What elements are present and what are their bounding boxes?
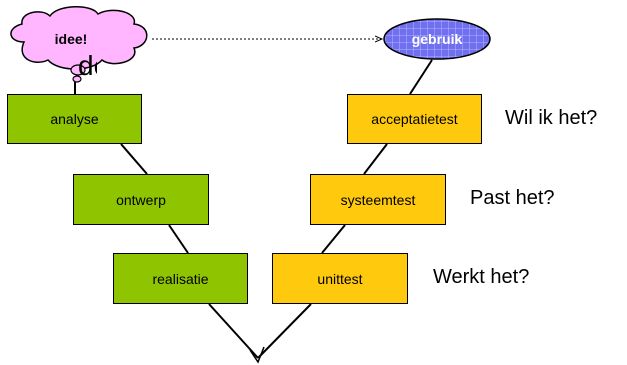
connector-analyse-to-ontwerp [120,143,148,175]
usage-label: gebruik [412,31,463,47]
cloud-bubble-large [70,64,86,76]
grid-ellipse-icon [383,18,491,60]
question-system: Past het? [470,187,555,209]
connector-realisatie-to-base [208,303,259,359]
text-fragment: de [78,52,97,80]
phase-label-analyse: analyse [50,111,99,127]
phase-label-acceptatietest: acceptatietest [371,111,458,127]
phase-label-ontwerp: ontwerp [116,191,166,208]
connector-unittest-to-systeemtest [321,224,346,254]
phase-label-systeemtest: systeemtest [340,191,416,208]
phase-box-realisatie: realisatie [113,253,248,304]
question-unit: Werkt het? [433,266,530,288]
phase-box-unittest: unittest [272,253,408,304]
phase-box-systeemtest: systeemtest [310,174,446,225]
connector-acceptatietest-to-gebruik [409,59,433,95]
phase-label-realisatie: realisatie [152,270,209,287]
thought-cloud-icon [10,6,148,83]
phase-box-acceptatietest: acceptatietest [347,94,482,144]
connector-systeemtest-to-acceptatietest [363,143,388,175]
phase-box-analyse: analyse [7,94,142,144]
v-base-arrowhead-icon [249,346,265,364]
idea-label: idee! [55,31,88,47]
phase-box-ontwerp: ontwerp [73,174,209,225]
cloud-body [10,6,148,70]
connector-ontwerp-to-realisatie [168,224,189,254]
question-acceptance: Wil ik het? [505,107,598,129]
phase-label-unittest: unittest [317,270,363,287]
connector-base-to-unittest [257,303,312,359]
cloud-bubble-small [72,75,82,83]
